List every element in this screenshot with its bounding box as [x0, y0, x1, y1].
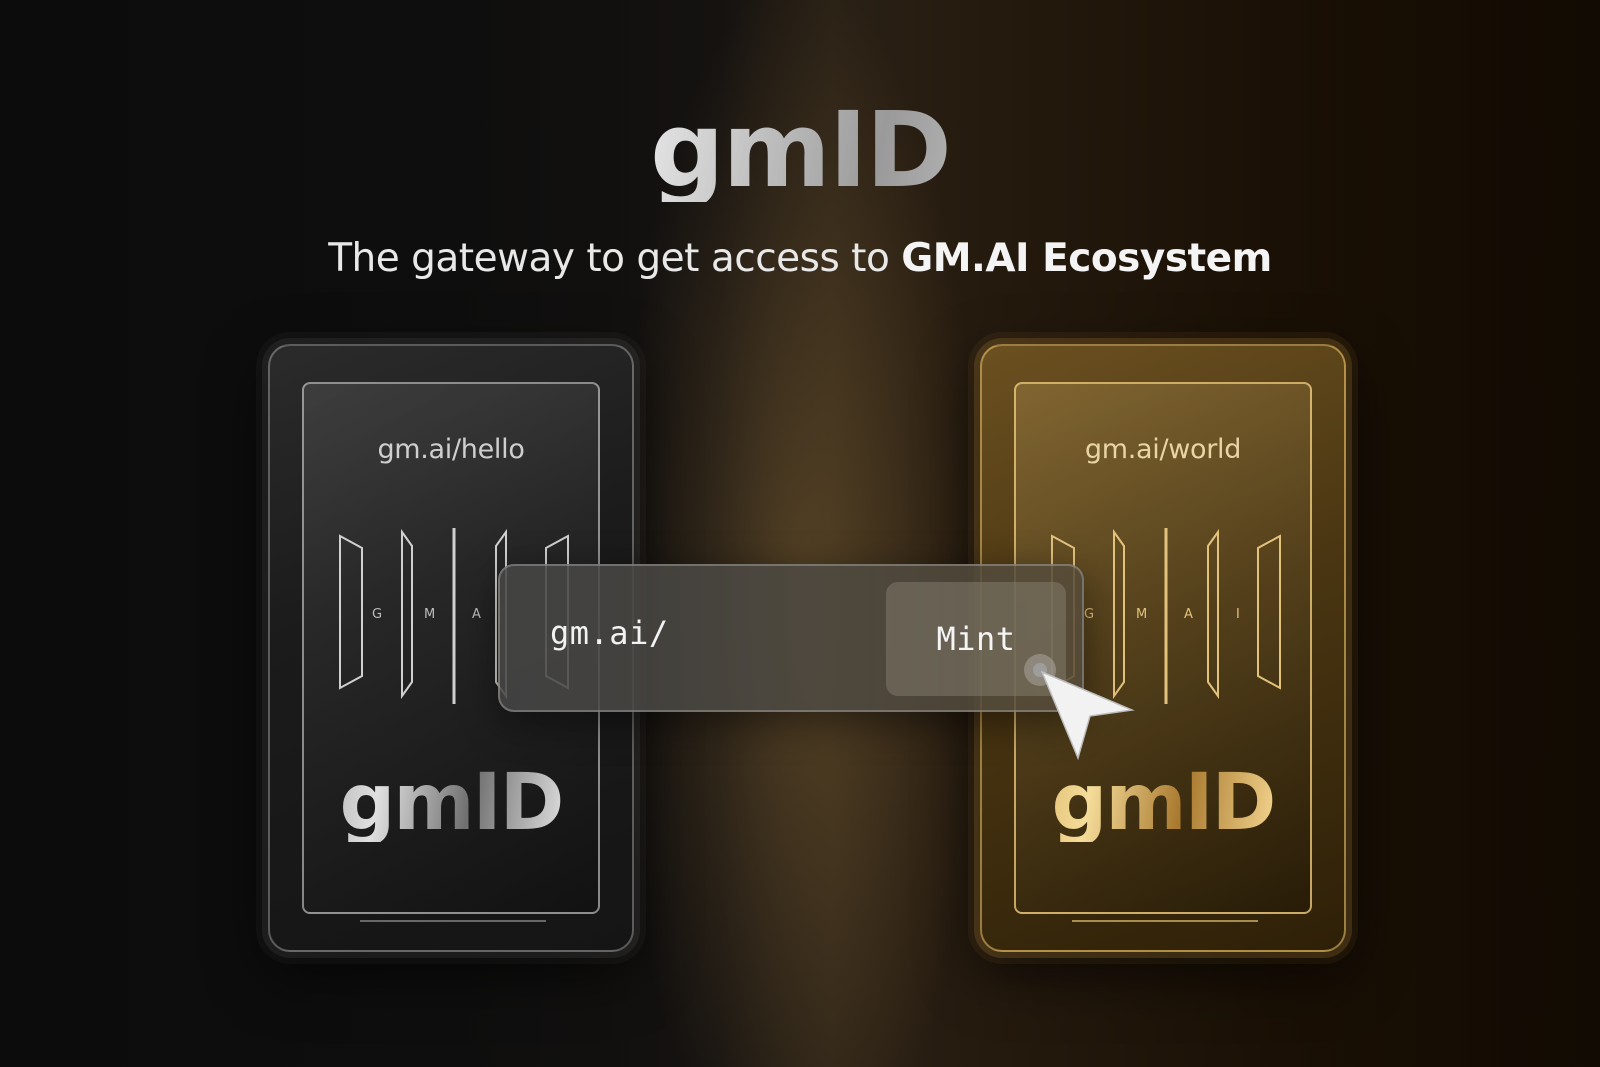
page-title: gmID [0, 98, 1600, 202]
arrow-cursor-icon [1020, 650, 1140, 770]
card-url: gm.ai/world [1084, 434, 1242, 465]
emblem-letter: A [1184, 607, 1193, 622]
card-notch [360, 920, 546, 936]
emblem-letter: M [424, 607, 435, 622]
emblem-letter: I [1236, 607, 1240, 622]
emblem-letter: M [1136, 607, 1147, 622]
card-url: gm.ai/hello [377, 434, 525, 465]
emblem-letter: G [1084, 607, 1094, 622]
card-logo: gmID [270, 764, 632, 842]
url-prefix: gm.ai/ [550, 614, 669, 652]
subtitle-highlight: GM.AI Ecosystem [901, 236, 1272, 281]
mint-input-bar[interactable]: gm.ai/ Mint [498, 564, 1084, 712]
card-notch [1072, 920, 1258, 936]
subtitle-text: The gateway to get access to [328, 236, 902, 281]
emblem-letter: A [472, 607, 481, 622]
card-logo: gmID [982, 764, 1344, 842]
mint-button[interactable]: Mint [886, 582, 1066, 696]
emblem-letter: G [372, 607, 382, 622]
page-subtitle: The gateway to get access to GM.AI Ecosy… [0, 236, 1600, 283]
